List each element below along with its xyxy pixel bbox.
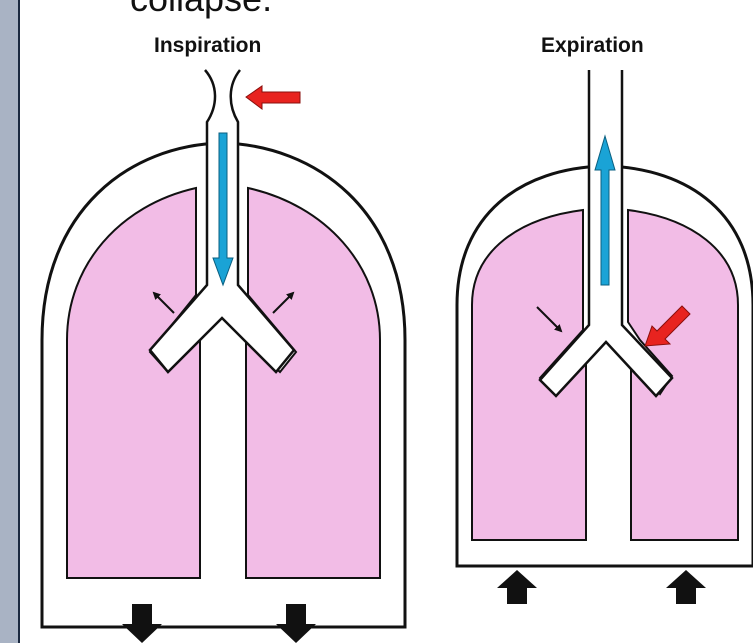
force-up-left-icon (497, 570, 537, 604)
inspiration-diagram (42, 70, 405, 643)
force-up-right-icon (666, 570, 706, 604)
inspiration-pressure-arrow-icon (246, 86, 300, 109)
expiration-diagram (457, 70, 753, 604)
